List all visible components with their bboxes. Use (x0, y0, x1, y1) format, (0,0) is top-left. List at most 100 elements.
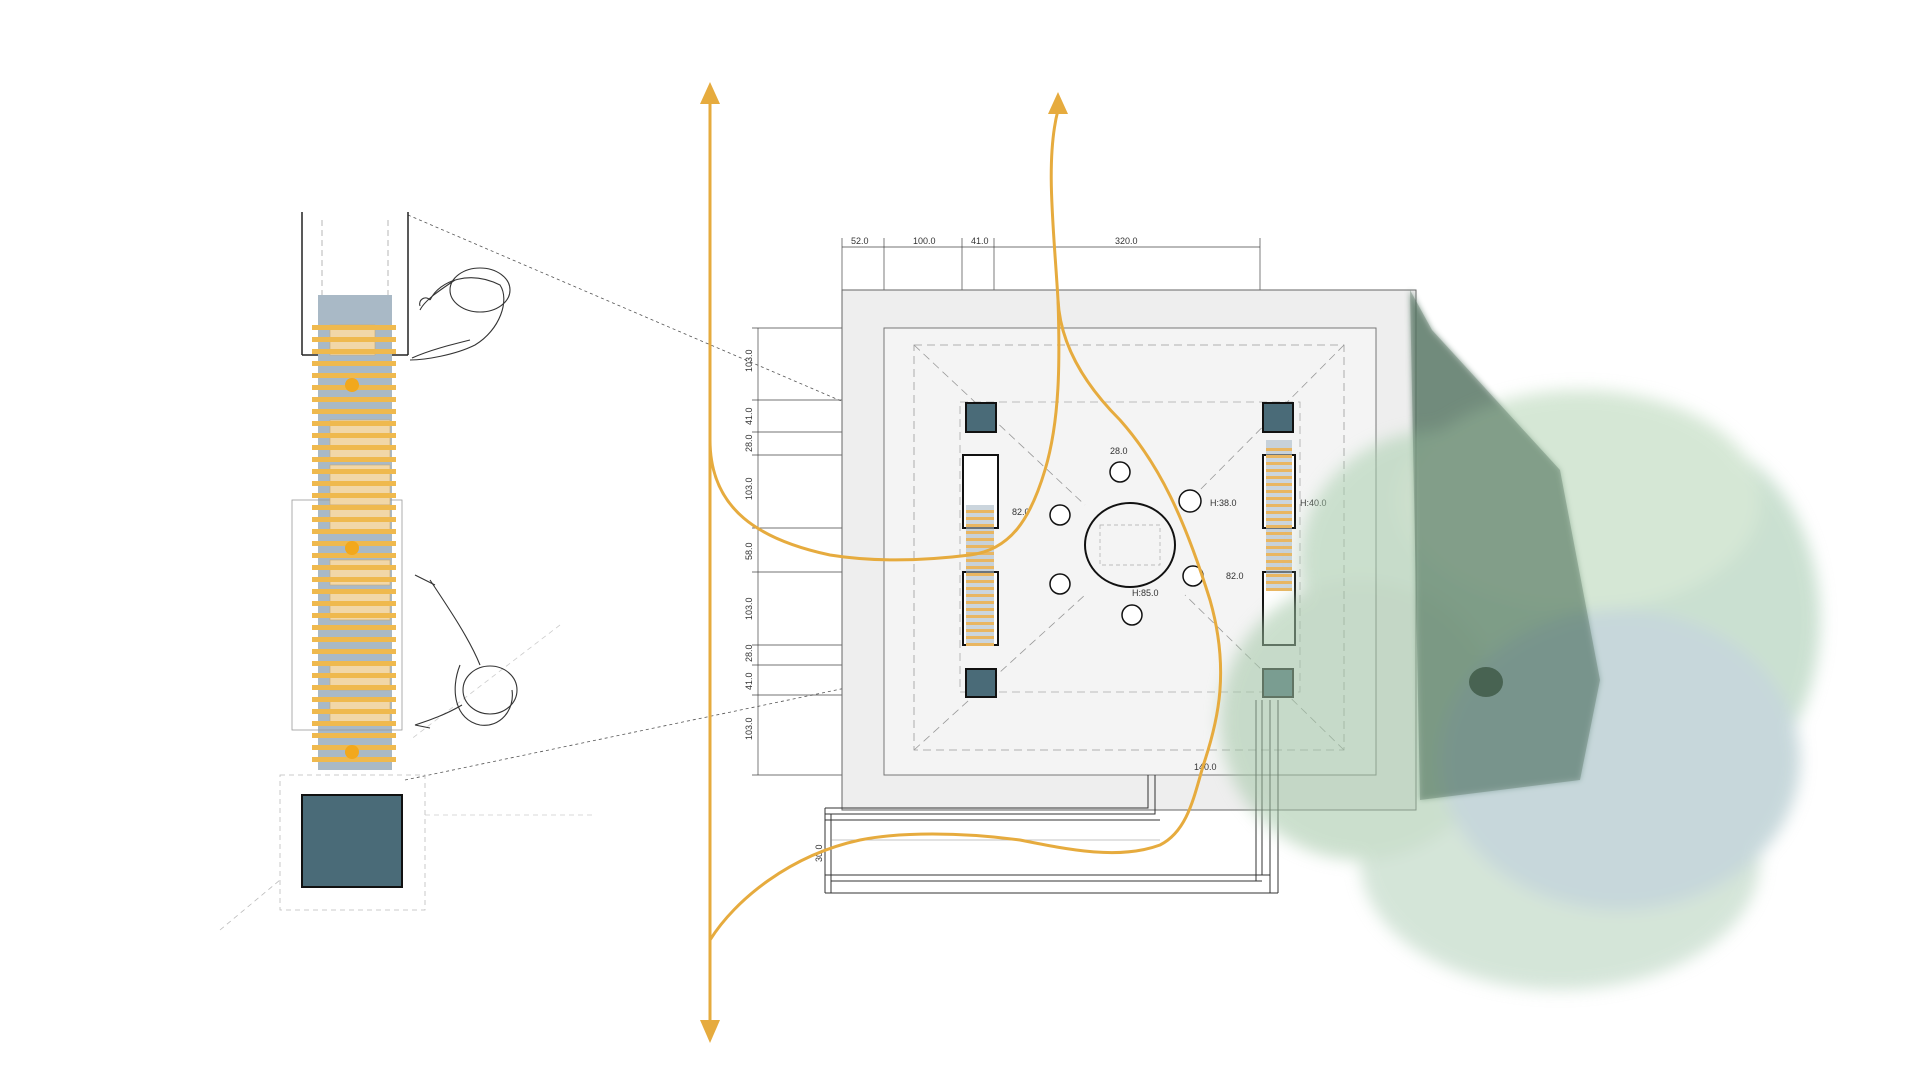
bench-slat (966, 510, 994, 513)
dim-top-3: 41.0 (971, 236, 989, 246)
dim-left-2: 41.0 (744, 407, 754, 425)
bench-slat (312, 409, 396, 414)
column-nw (965, 402, 997, 433)
bench-slat (1266, 462, 1292, 465)
bench-depth-label-right: 82.0 (1226, 571, 1244, 581)
bench-slat (312, 661, 396, 666)
dim-left-8: 41.0 (744, 672, 754, 690)
bench-slat (1266, 455, 1292, 458)
bench-slat (966, 629, 994, 632)
bench-right-slats (1266, 448, 1292, 591)
dim-top-1: 52.0 (851, 236, 869, 246)
bench-slat (312, 613, 396, 618)
arrowheads (700, 82, 1068, 1043)
dim-left-6: 103.0 (744, 597, 754, 620)
bench-slat (312, 637, 396, 642)
bench-slat (1266, 574, 1292, 577)
stool-marker (345, 745, 359, 759)
bench-slat (312, 565, 396, 570)
dim-top-2: 100.0 (913, 236, 936, 246)
bench-slat (312, 649, 396, 654)
dim-left-4: 103.0 (744, 477, 754, 500)
bench-slat (312, 337, 396, 342)
stool (1049, 573, 1071, 595)
bench-slat (1266, 588, 1292, 591)
bench-slat (312, 433, 396, 438)
bench-depth-label-left: 82.0 (1012, 507, 1030, 517)
bench-slat (312, 733, 396, 738)
bench-slat (1266, 448, 1292, 451)
bench-slat (1266, 560, 1292, 563)
stool-marker (345, 378, 359, 392)
bench-slat (312, 373, 396, 378)
bench-slat (1266, 581, 1292, 584)
dim-top-4: 320.0 (1115, 236, 1138, 246)
bench-slat (312, 529, 396, 534)
bench-slat (312, 445, 396, 450)
bench-slat (312, 601, 396, 606)
bench-slat (312, 421, 396, 426)
bench-slat (312, 757, 396, 762)
bench-slat (1266, 504, 1292, 507)
bench-height-label: H:40.0 (1300, 498, 1327, 508)
bench-slat (312, 625, 396, 630)
bench-slat (312, 589, 396, 594)
bench-slat (1266, 532, 1292, 535)
bench-slat (966, 566, 994, 569)
bench-slat (966, 517, 994, 520)
bench-slat (312, 469, 396, 474)
detail-column (301, 794, 403, 888)
stool-height-label: H:38.0 (1210, 498, 1237, 508)
leader-line-bottom (404, 659, 981, 781)
bench-slat (966, 524, 994, 527)
column-sw (965, 668, 997, 698)
bench-slat (1266, 518, 1292, 521)
bench-detail-enlargement (219, 212, 981, 931)
bench-slat (312, 493, 396, 498)
bench-slat (312, 577, 396, 582)
tree-trunk (1469, 667, 1503, 697)
person-figure-icon (409, 267, 511, 361)
dim-left-9: 103.0 (744, 717, 754, 740)
bench-slat (1266, 546, 1292, 549)
bench-slat (312, 325, 396, 330)
circulation-arrows (708, 100, 1223, 1025)
path-width-label: 140.0 (1194, 762, 1217, 772)
bench-slat (312, 697, 396, 702)
bench-left-slats (966, 510, 994, 646)
bench-slat (1266, 483, 1292, 486)
bench-slat (312, 517, 396, 522)
column-ne (1262, 402, 1294, 433)
bench-slat (966, 636, 994, 639)
bench-slat (312, 673, 396, 678)
bench-slat (312, 361, 396, 366)
bench-slat (966, 573, 994, 576)
bench-slat (966, 615, 994, 618)
bench-slat (966, 594, 994, 597)
bench-slat (1266, 476, 1292, 479)
bench-slat (312, 721, 396, 726)
bench-slat (1266, 553, 1292, 556)
bench-slat (1266, 539, 1292, 542)
bench-slat (966, 545, 994, 548)
bench-slat (966, 608, 994, 611)
bench-slat (1266, 567, 1292, 570)
stool (1121, 604, 1143, 626)
table-height-label: H:85.0 (1132, 588, 1159, 598)
stool-marker (345, 541, 359, 555)
bench-slat (1266, 490, 1292, 493)
bench-slat (312, 553, 396, 558)
bench-slat (312, 349, 396, 354)
bench-slat (966, 531, 994, 534)
bench-slat (966, 580, 994, 583)
stool-diameter-label: 28.0 (1110, 446, 1128, 456)
bench-slat (1266, 525, 1292, 528)
dim-left-5: 58.0 (744, 542, 754, 560)
bench-slat (966, 622, 994, 625)
stool (1178, 489, 1202, 513)
bench-slat (1266, 511, 1292, 514)
bench-slat (966, 601, 994, 604)
bench-slat (966, 643, 994, 646)
